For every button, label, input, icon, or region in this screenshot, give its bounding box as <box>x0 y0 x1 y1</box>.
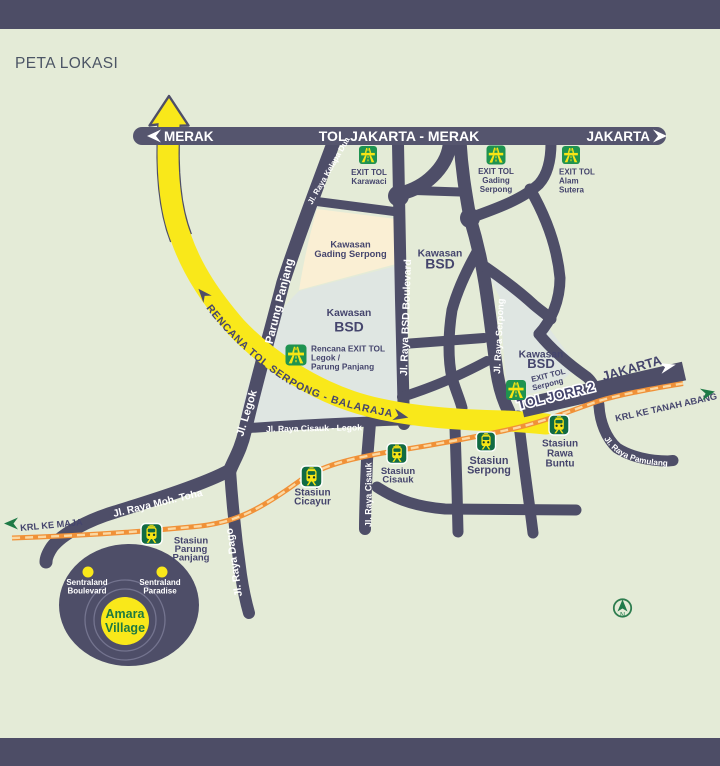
svg-text:Serpong: Serpong <box>480 185 513 194</box>
svg-text:Jl. Raya Cisauk - Legok: Jl. Raya Cisauk - Legok <box>266 422 362 434</box>
svg-text:Stasiun: Stasiun <box>381 466 416 477</box>
svg-text:Rawa: Rawa <box>547 449 574 460</box>
svg-text:Jl. Raya BSD Boulevard: Jl. Raya BSD Boulevard <box>399 259 414 376</box>
svg-text:Legok /: Legok / <box>311 353 341 363</box>
svg-text:MERAK: MERAK <box>164 129 214 144</box>
svg-text:Stasiun: Stasiun <box>294 488 330 499</box>
svg-text:Jl. Raya Serpong: Jl. Raya Serpong <box>492 298 506 374</box>
svg-text:Buntu: Buntu <box>546 459 575 470</box>
svg-text:Karawaci: Karawaci <box>351 177 386 186</box>
svg-text:Gading: Gading <box>482 176 510 185</box>
svg-text:EXIT TOL: EXIT TOL <box>559 168 595 177</box>
svg-text:Amara: Amara <box>106 607 146 621</box>
svg-text:EXIT TOL: EXIT TOL <box>478 167 514 176</box>
svg-text:Kawasan: Kawasan <box>519 350 564 361</box>
svg-text:Kawasan: Kawasan <box>327 308 372 319</box>
svg-text:Cisauk: Cisauk <box>382 474 414 485</box>
svg-text:Village: Village <box>105 621 145 635</box>
svg-text:BSD: BSD <box>334 319 364 335</box>
svg-text:Parung Panjang: Parung Panjang <box>311 362 374 372</box>
svg-text:Boulevard: Boulevard <box>67 587 106 596</box>
svg-text:BSD: BSD <box>425 256 455 272</box>
svg-text:Serpong: Serpong <box>467 464 511 476</box>
svg-text:Gading Serpong: Gading Serpong <box>314 249 387 259</box>
svg-text:Sentraland: Sentraland <box>139 578 180 587</box>
svg-text:BSD: BSD <box>527 356 554 371</box>
svg-text:Stasiun: Stasiun <box>470 455 509 467</box>
svg-text:Kawasan: Kawasan <box>418 249 463 260</box>
svg-text:Stasiun: Stasiun <box>174 536 209 547</box>
svg-text:Cicayur: Cicayur <box>294 496 331 507</box>
svg-text:Kawasan: Kawasan <box>330 240 371 250</box>
svg-text:Parung: Parung <box>175 544 208 555</box>
svg-text:Rencana EXIT TOL: Rencana EXIT TOL <box>311 344 385 354</box>
svg-text:Panjang: Panjang <box>173 553 210 564</box>
svg-text:TOL JAKARTA - MERAK: TOL JAKARTA - MERAK <box>319 128 479 144</box>
svg-text:Jl. Raya Cisauk: Jl. Raya Cisauk <box>364 462 374 527</box>
svg-text:PETA LOKASI: PETA LOKASI <box>15 55 118 72</box>
svg-text:Sentraland: Sentraland <box>66 578 107 587</box>
svg-text:Stasiun: Stasiun <box>542 439 578 450</box>
svg-text:N: N <box>620 612 625 619</box>
svg-text:Sutera: Sutera <box>559 186 584 195</box>
svg-text:Alam: Alam <box>559 177 579 186</box>
svg-text:Paradise: Paradise <box>143 587 177 596</box>
svg-text:EXIT TOL: EXIT TOL <box>351 168 387 177</box>
svg-text:JAKARTA: JAKARTA <box>587 129 651 144</box>
